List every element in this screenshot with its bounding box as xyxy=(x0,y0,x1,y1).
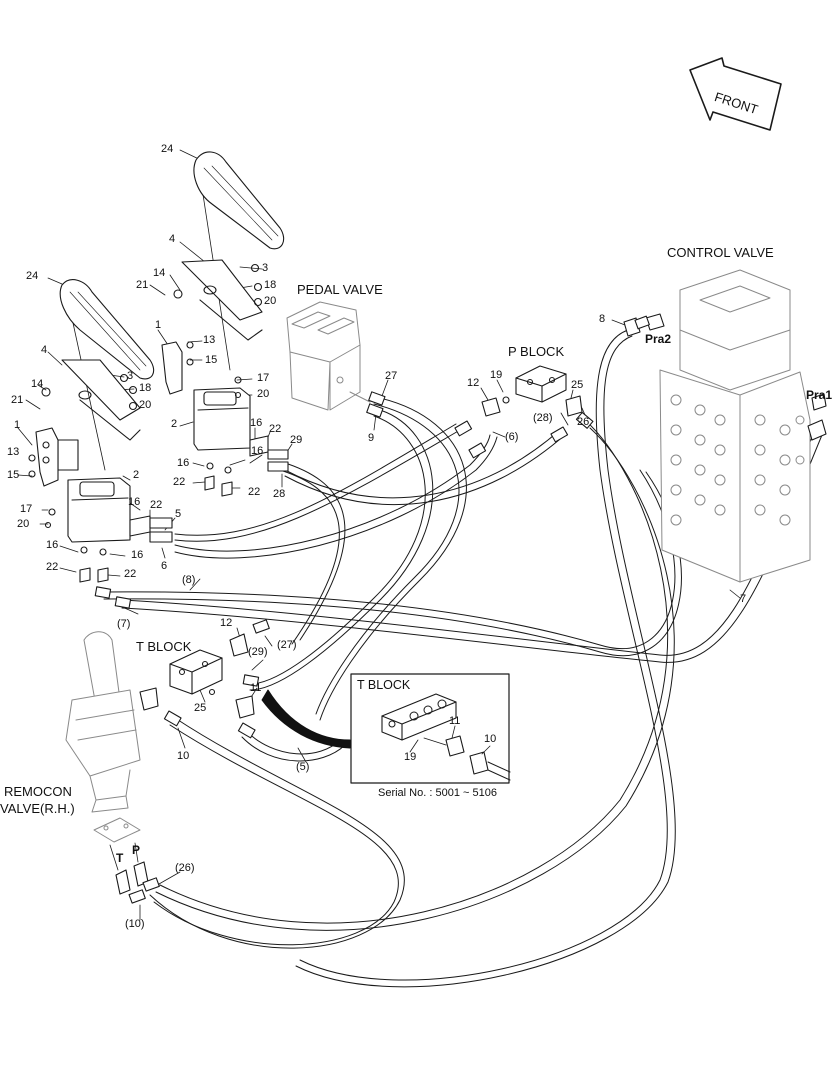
callout: 17 xyxy=(20,503,33,515)
pra2-label: Pra2 xyxy=(645,332,672,346)
callout: 29 xyxy=(290,434,303,446)
control-valve-heading: CONTROL VALVE xyxy=(667,245,774,260)
pedal-right xyxy=(173,151,285,341)
callout: (26) xyxy=(175,862,195,874)
inset-callout: 19 xyxy=(404,751,417,763)
callout: 16 xyxy=(128,496,141,508)
callout: (10) xyxy=(125,918,145,930)
callout: (6) xyxy=(505,431,519,443)
callout: 1 xyxy=(14,419,21,431)
callout: 18 xyxy=(139,382,152,394)
callout: 17 xyxy=(257,372,270,384)
callout: 19 xyxy=(490,369,503,381)
callout: 14 xyxy=(31,378,44,390)
callout: 16 xyxy=(250,417,263,429)
callout: 16 xyxy=(251,445,264,457)
callout: 15 xyxy=(7,469,20,481)
remocon-heading-line1: REMOCON xyxy=(4,784,72,799)
callout: 27 xyxy=(385,370,398,382)
t-block-heading: T BLOCK xyxy=(136,639,192,654)
p-block-heading: P BLOCK xyxy=(508,344,565,359)
callout: (28) xyxy=(533,412,553,424)
t-block xyxy=(139,633,255,719)
callout: 25 xyxy=(571,379,584,391)
callout: 20 xyxy=(264,295,277,307)
control-valve xyxy=(659,269,811,583)
callout: 20 xyxy=(139,399,152,411)
inset-box xyxy=(350,673,511,784)
callout: 11 xyxy=(250,682,262,694)
callout: 12 xyxy=(467,377,480,389)
pedal-valve-unit xyxy=(286,301,371,411)
callout: 7 xyxy=(740,593,747,605)
callout: 4 xyxy=(41,344,48,356)
callout: 26 xyxy=(577,416,590,428)
remocon-fittings xyxy=(115,861,149,895)
callout: 22 xyxy=(46,561,59,573)
callout: 2 xyxy=(171,418,178,430)
bracket-right xyxy=(161,341,194,395)
pedal-valve-left xyxy=(44,477,173,583)
callout: 12 xyxy=(220,617,233,629)
callout: 22 xyxy=(269,423,282,435)
callout: 9 xyxy=(368,432,375,444)
bracket-left xyxy=(28,427,59,487)
callout: 16 xyxy=(177,457,190,469)
front-arrow-icon xyxy=(689,57,782,131)
callout: 24 xyxy=(26,270,39,282)
port-t-label: T xyxy=(116,851,124,865)
callout: 2 xyxy=(133,469,140,481)
callout: 13 xyxy=(7,446,20,458)
inset-title: T BLOCK xyxy=(357,678,411,692)
callout: (8) xyxy=(182,574,196,586)
callout: 10 xyxy=(177,750,190,762)
hose-fittings xyxy=(94,315,650,904)
callout: 22 xyxy=(173,476,186,488)
callout: 22 xyxy=(248,486,261,498)
callout: 3 xyxy=(127,370,134,382)
callout: 8 xyxy=(599,313,606,325)
callout: 18 xyxy=(264,279,277,291)
callout: 5 xyxy=(175,508,182,520)
callout: 16 xyxy=(131,549,144,561)
callout: 6 xyxy=(161,560,168,572)
port-p-label: P xyxy=(132,843,141,857)
callout: 25 xyxy=(194,702,207,714)
callout: 20 xyxy=(257,388,270,400)
callout: 1 xyxy=(155,319,162,331)
callout: 3 xyxy=(262,262,269,274)
callout: 24 xyxy=(161,143,174,155)
callout: 22 xyxy=(124,568,137,580)
callout: 13 xyxy=(203,334,216,346)
callout: 20 xyxy=(17,518,30,530)
callout: 4 xyxy=(169,233,176,245)
callout: 14 xyxy=(153,267,166,279)
callout: 21 xyxy=(11,394,24,406)
callout: (27) xyxy=(277,639,297,651)
callout: (7) xyxy=(117,618,131,630)
pedal-left xyxy=(41,279,155,471)
callout: 22 xyxy=(150,499,163,511)
callout: 28 xyxy=(273,488,286,500)
p-block xyxy=(481,365,583,417)
pedal-valve-heading: PEDAL VALVE xyxy=(297,282,383,297)
callout: (5) xyxy=(296,761,310,773)
inset-callout: 11 xyxy=(449,715,461,727)
inset-callout: 10 xyxy=(484,733,497,745)
callout: 16 xyxy=(46,539,59,551)
serial-number: Serial No. : 5001 ~ 5106 xyxy=(378,787,497,799)
pedal-valve-right xyxy=(193,376,289,497)
callout: 21 xyxy=(136,279,149,291)
remocon-valve xyxy=(65,631,141,843)
callout: (29) xyxy=(248,646,268,658)
remocon-heading-line2: VALVE(R.H.) xyxy=(0,801,75,816)
inset-pointer xyxy=(261,689,351,749)
callout: 15 xyxy=(205,354,218,366)
pra1-label: Pra1 xyxy=(806,388,833,402)
